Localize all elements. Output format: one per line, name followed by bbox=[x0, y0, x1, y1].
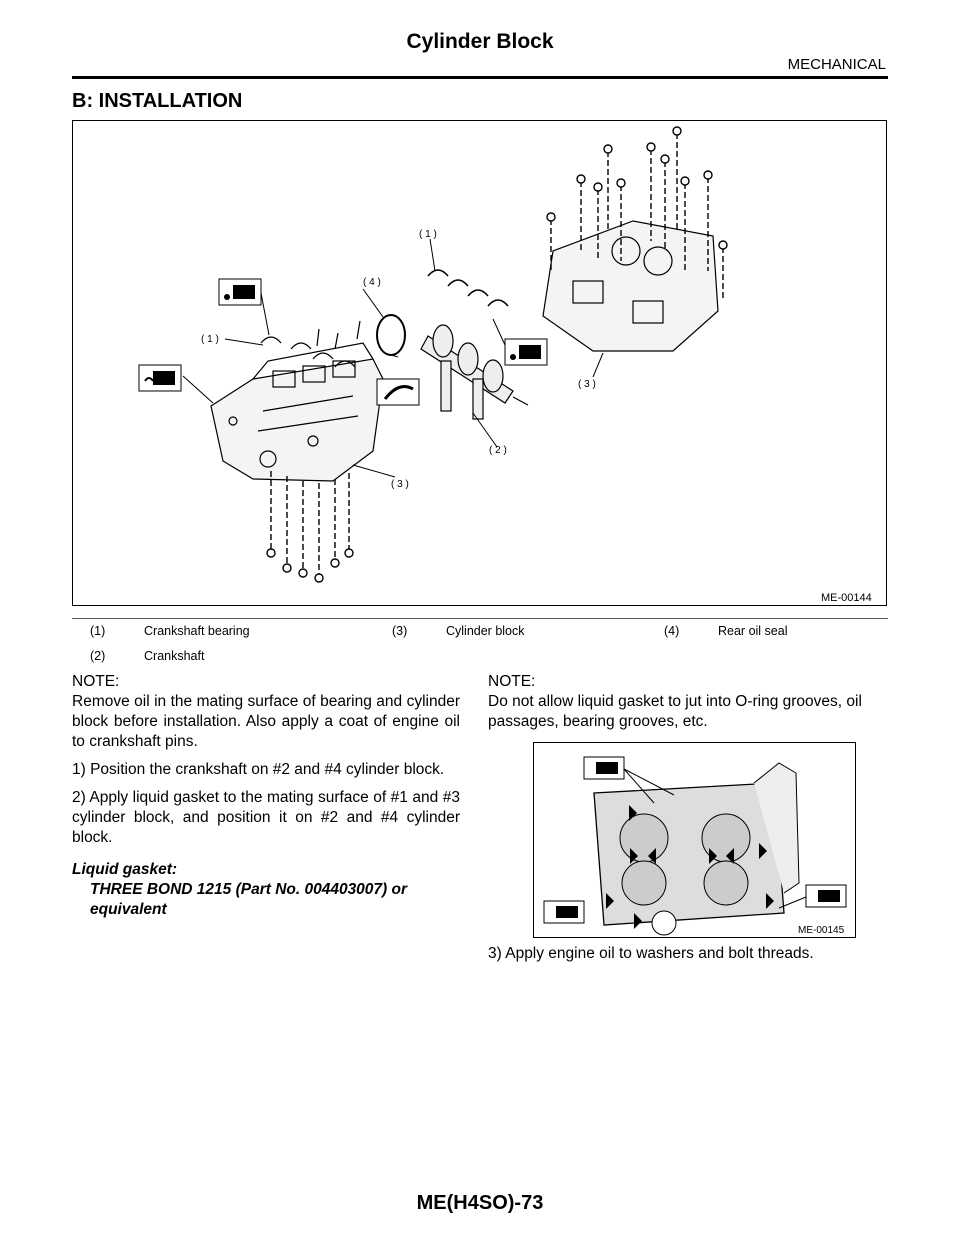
upper-bolts-drawing bbox=[546, 126, 728, 301]
gasket-illustration: ME-00145 bbox=[543, 756, 847, 936]
liquid-gasket-symbol-icon bbox=[543, 756, 847, 924]
callout-1-left: ( 1 ) bbox=[201, 334, 219, 345]
legend-num: (3) bbox=[374, 618, 446, 644]
step-3-block: 3) Apply engine oil to washers and bolt … bbox=[488, 944, 888, 972]
figure-gasket-application: ME-00145 bbox=[533, 742, 856, 938]
spec-value: THREE BOND 1215 (Part No. 004403007) or … bbox=[90, 881, 408, 918]
figure-exploded-engine: ( 1 ) ( 4 ) ( 1 ) ( 3 ) ( 2 ) ( 3 ) ME-0… bbox=[72, 120, 887, 606]
section-heading: B: INSTALLATION bbox=[72, 90, 243, 112]
rear-oil-seal-drawing bbox=[376, 314, 406, 356]
bearing-set-drawing bbox=[427, 269, 509, 307]
step-3: 3) Apply engine oil to washers and bolt … bbox=[488, 945, 814, 962]
crankshaft-drawing bbox=[420, 324, 529, 420]
note-text: Do not allow liquid gasket to jut into O… bbox=[488, 693, 862, 730]
cylinder-block-right-drawing bbox=[542, 220, 719, 352]
section-label: MECHANICAL bbox=[787, 56, 886, 73]
legend-num: (2) bbox=[90, 649, 106, 663]
page-number: ME(H4SO)-73 bbox=[416, 1192, 544, 1214]
callout-3-right: ( 3 ) bbox=[578, 379, 596, 390]
oil-symbol-right-icon bbox=[504, 338, 548, 366]
oil-symbol-icon bbox=[218, 278, 262, 306]
legend-text: Cylinder block bbox=[446, 618, 646, 644]
note-label: NOTE: bbox=[488, 673, 536, 690]
spec-label: Liquid gasket: bbox=[72, 861, 178, 878]
leader-lines bbox=[182, 238, 604, 478]
callout-1-right: ( 1 ) bbox=[419, 229, 437, 240]
lower-bolts-drawing bbox=[266, 471, 354, 583]
left-column: NOTE: Remove oil in the mating surface o… bbox=[72, 672, 460, 920]
figure-id-2: ME-00145 bbox=[798, 925, 845, 936]
figure-id-1: ME-00144 bbox=[821, 592, 872, 604]
note-text: Remove oil in the mating surface of bear… bbox=[72, 693, 460, 750]
callout-2: ( 2 ) bbox=[489, 445, 507, 456]
header-divider bbox=[72, 76, 888, 79]
legend-text: Crankshaft bbox=[144, 649, 205, 663]
page-title: Cylinder Block bbox=[406, 30, 554, 53]
note-label: NOTE: bbox=[72, 673, 120, 690]
step-2: 2) Apply liquid gasket to the mating sur… bbox=[72, 789, 460, 846]
cylinder-block-left-drawing bbox=[210, 320, 384, 482]
liquid-gasket-symbol-icon bbox=[138, 364, 182, 392]
legend-num: (1) bbox=[72, 618, 144, 644]
grease-symbol-icon bbox=[376, 378, 420, 406]
figure-legend: (1) Crankshaft bearing (3) Cylinder bloc… bbox=[72, 618, 888, 669]
right-column: NOTE: Do not allow liquid gasket to jut … bbox=[488, 672, 888, 740]
legend-text: Rear oil seal bbox=[718, 618, 888, 644]
legend-text: Crankshaft bearing bbox=[144, 618, 374, 644]
callout-4: ( 4 ) bbox=[363, 277, 381, 288]
legend-num: (4) bbox=[646, 618, 718, 644]
engine-illustration: ( 1 ) ( 4 ) ( 1 ) ( 3 ) ( 2 ) ( 3 ) ME-0… bbox=[138, 126, 872, 604]
step-1: 1) Position the crankshaft on #2 and #4 … bbox=[72, 761, 445, 778]
callout-3-left: ( 3 ) bbox=[391, 479, 409, 490]
